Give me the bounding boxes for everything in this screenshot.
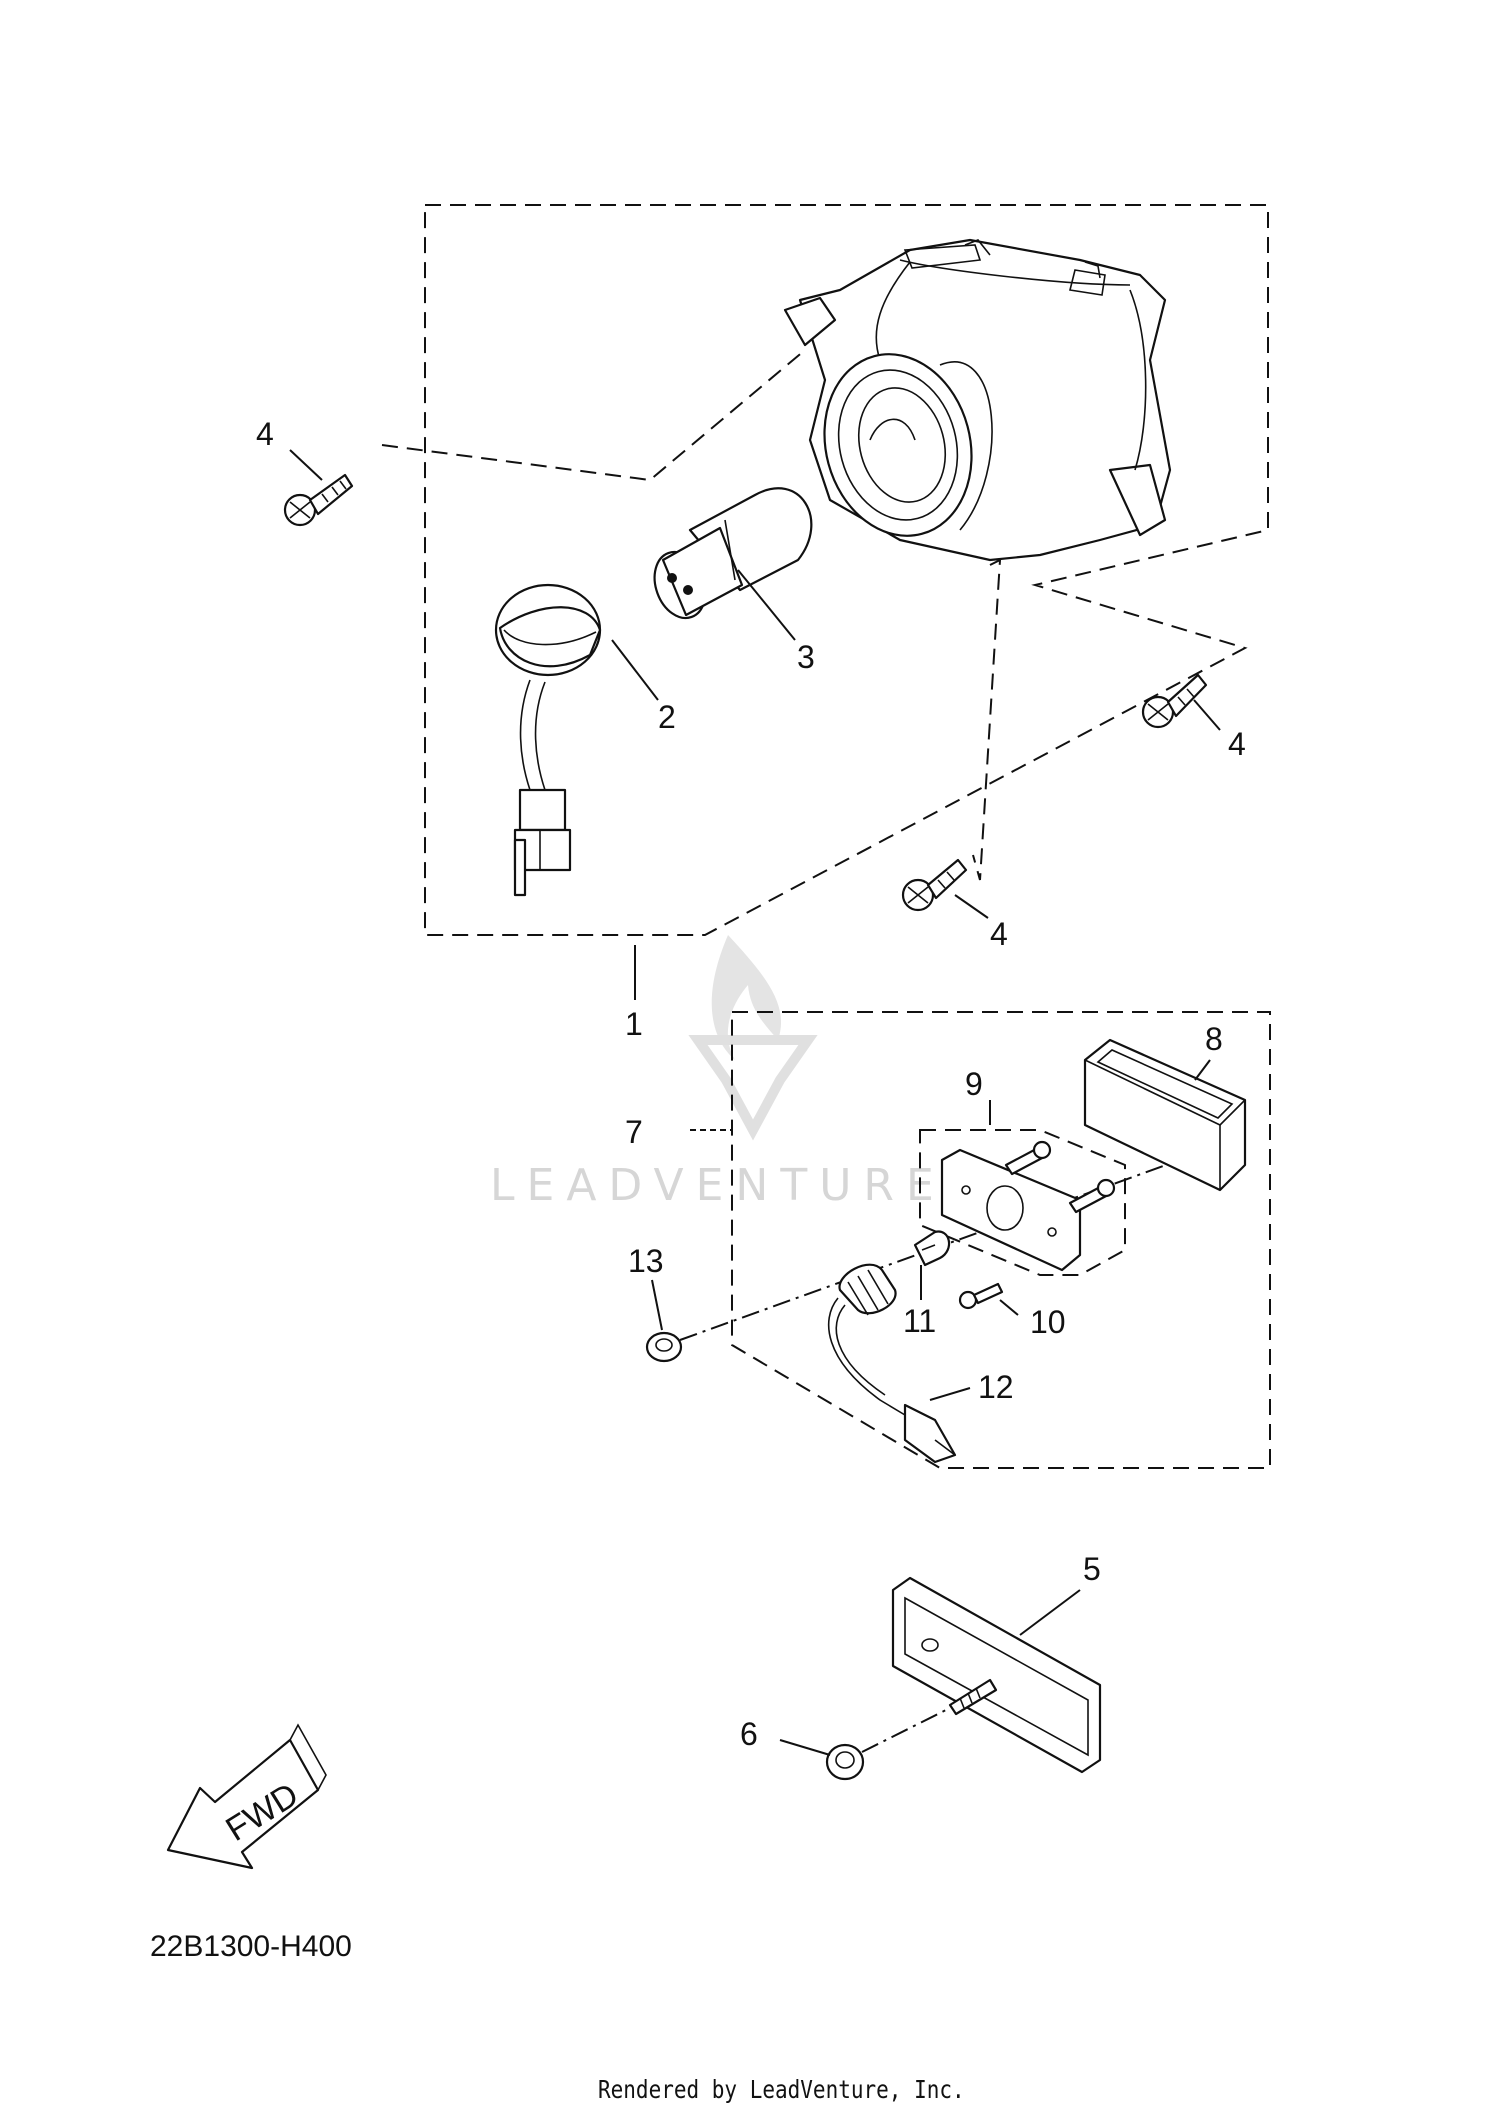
callout-4-upper-left: 4 <box>256 416 274 452</box>
reflector-centerline <box>861 1707 951 1753</box>
fwd-arrow-icon: FWD <box>166 1723 327 1870</box>
leader-4-right <box>1193 699 1221 731</box>
diagram-code: 22B1300-H400 <box>150 1930 352 1963</box>
leader-6 <box>779 1739 831 1756</box>
callout-2: 2 <box>658 699 676 735</box>
nut-6 <box>825 1743 865 1781</box>
leader-4-lower <box>954 894 989 919</box>
callout-9: 9 <box>965 1066 983 1102</box>
watermark-flame-icon <box>711 935 782 1060</box>
socket-2 <box>494 583 602 897</box>
screw-4-lower <box>901 858 968 912</box>
callout-1: 1 <box>625 1006 643 1042</box>
screw-10 <box>958 1282 1004 1310</box>
callout-4-lower: 4 <box>990 916 1008 952</box>
leader-5 <box>1019 1589 1081 1636</box>
footer-credit: Rendered by LeadVenture, Inc. <box>598 2075 965 2104</box>
callout-10: 10 <box>1030 1304 1066 1340</box>
lens-8 <box>1083 1038 1247 1192</box>
callout-13: 13 <box>628 1243 664 1279</box>
screw-4-right <box>1141 673 1208 729</box>
callout-6: 6 <box>740 1716 758 1752</box>
watermark-text: LEADVENTURE <box>490 1160 946 1211</box>
leader-8 <box>1194 1059 1211 1081</box>
callout-3: 3 <box>797 639 815 675</box>
screw-guide-line <box>381 349 806 482</box>
leader-4-upper-left <box>289 449 323 481</box>
leader-2 <box>611 639 659 701</box>
watermark-logo-icon <box>688 1035 818 1141</box>
leader-10 <box>999 1299 1019 1316</box>
leader-12 <box>929 1387 971 1401</box>
assembly-1-inner-guide <box>972 558 1002 881</box>
bulb-3 <box>653 487 813 620</box>
callout-11: 11 <box>903 1303 936 1339</box>
callout-8: 8 <box>1205 1021 1223 1057</box>
nut-13 <box>645 1331 683 1363</box>
callout-4-right: 4 <box>1228 726 1246 762</box>
socket-12 <box>827 1263 957 1464</box>
reflector-5 <box>891 1576 1102 1774</box>
callout-12: 12 <box>978 1369 1014 1405</box>
screw-4-upper-left <box>283 473 354 527</box>
callout-7: 7 <box>625 1114 643 1150</box>
headlight-housing <box>783 238 1172 562</box>
assembly-7-boundary <box>731 1011 1271 1469</box>
plate-9 <box>940 1140 1116 1272</box>
assembly-9-boundary <box>919 1129 1126 1276</box>
bulb-11 <box>913 1230 951 1267</box>
leader-13 <box>651 1279 663 1331</box>
callout-5: 5 <box>1083 1551 1101 1587</box>
watermark: LEADVENTURE <box>490 935 946 1211</box>
leader-3 <box>737 569 796 641</box>
